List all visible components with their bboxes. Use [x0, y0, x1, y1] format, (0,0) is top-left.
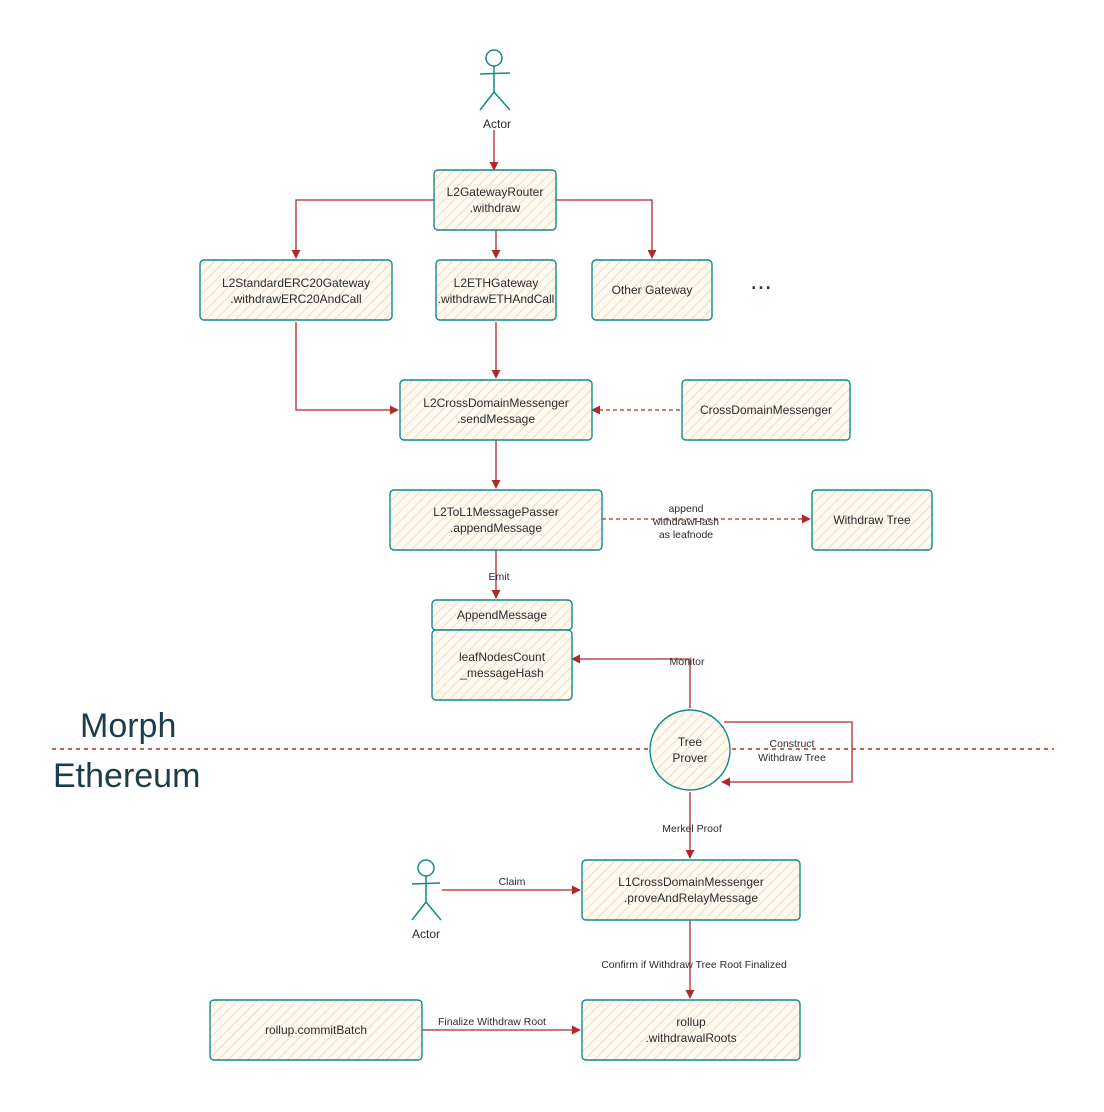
- edge-label-claim: Claim: [499, 876, 526, 888]
- edge-label-confirm: Confirm if Withdraw Tree Root Finalized: [601, 959, 787, 971]
- node-l2-to-l1-message-passer: L2ToL1MessagePasser .appendMessage: [389, 489, 603, 551]
- actor-top-label: Actor: [483, 117, 511, 131]
- more-gateways-ellipsis: ...: [750, 265, 772, 295]
- node-withdrawal-roots-line2: .withdrawalRoots: [645, 1031, 736, 1045]
- node-l2-eth-gateway: L2ETHGateway .withdrawETHAndCall: [435, 259, 557, 321]
- top-actor: Actor: [479, 49, 511, 131]
- node-tree-prover: Tree Prover: [649, 709, 731, 791]
- edge-label-append-1: append: [668, 503, 703, 515]
- edge-prover-self-loop: [721, 721, 853, 787]
- node-passer-line1: L2ToL1MessagePasser: [433, 505, 558, 519]
- node-l2-messenger-line2: .sendMessage: [457, 412, 535, 426]
- node-withdrawal-roots-line1: rollup: [676, 1015, 706, 1029]
- edge-label-construct-2: Withdraw Tree: [758, 752, 826, 764]
- edge-router-to-erc20-gateway: [291, 199, 434, 259]
- node-eth-gateway-line2: .withdrawETHAndCall: [438, 292, 555, 306]
- actor-bottom-icon: [411, 859, 442, 921]
- edge-label-monitor: Monitor: [669, 656, 705, 668]
- node-l2-gateway-router: L2GatewayRouter .withdraw: [433, 169, 557, 231]
- node-l1-messenger-line1: L1CrossDomainMessenger: [618, 875, 763, 889]
- node-l1-cross-domain-messenger: L1CrossDomainMessenger .proveAndRelayMes…: [581, 859, 801, 921]
- edge-label-merkel-proof: Merkel Proof: [662, 823, 722, 835]
- node-l2-gateway-router-line2: .withdraw: [470, 201, 521, 215]
- edge-label-append-3: as leafnode: [659, 529, 713, 541]
- edge-label-append-2: withdrawHash: [652, 516, 719, 528]
- node-l2-standard-erc20-gateway: L2StandardERC20Gateway .withdrawERC20And…: [199, 259, 393, 321]
- node-commit-batch-label: rollup.commitBatch: [265, 1023, 367, 1037]
- edge-router-to-other-gateway: [556, 199, 657, 259]
- region-label-morph: Morph: [80, 707, 176, 745]
- node-append-message-field2: _messageHash: [459, 666, 543, 680]
- edge-label-finalize: Finalize Withdraw Root: [438, 1016, 546, 1028]
- node-erc20-gateway-line2: .withdrawERC20AndCall: [230, 292, 361, 306]
- node-eth-gateway-line1: L2ETHGateway: [454, 276, 539, 290]
- edge-erc20-gateway-to-l2-messenger: [295, 322, 399, 415]
- node-withdraw-tree-label: Withdraw Tree: [833, 513, 911, 527]
- node-withdraw-tree: Withdraw Tree: [811, 489, 933, 551]
- node-cross-domain-messenger: CrossDomainMessenger: [681, 379, 851, 441]
- node-rollup-withdrawal-roots: rollup .withdrawalRoots: [581, 999, 801, 1061]
- node-append-message: AppendMessage leafNodesCount _messageHas…: [431, 599, 573, 701]
- node-l2-cross-domain-messenger: L2CrossDomainMessenger .sendMessage: [399, 379, 593, 441]
- node-cross-domain-messenger-label: CrossDomainMessenger: [700, 403, 832, 417]
- edge-label-construct-1: Construct: [770, 738, 815, 750]
- node-append-message-field1: leafNodesCount: [459, 650, 546, 664]
- node-l1-messenger-line2: .proveAndRelayMessage: [624, 891, 758, 905]
- node-other-gateway: Other Gateway: [591, 259, 713, 321]
- region-label-ethereum: Ethereum: [53, 757, 200, 795]
- bottom-actor: Actor: [411, 859, 442, 941]
- node-other-gateway-label: Other Gateway: [612, 283, 693, 297]
- node-l2-messenger-line1: L2CrossDomainMessenger: [423, 396, 568, 410]
- actor-bottom-label: Actor: [412, 927, 440, 941]
- edge-label-emit: Emit: [489, 571, 510, 583]
- node-append-message-header: AppendMessage: [457, 608, 547, 622]
- node-tree-prover-line2: Prover: [672, 751, 707, 765]
- node-tree-prover-line1: Tree: [678, 735, 703, 749]
- node-l2-gateway-router-line1: L2GatewayRouter: [447, 185, 544, 199]
- node-erc20-gateway-line1: L2StandardERC20Gateway: [222, 276, 370, 290]
- edge-prover-to-append-message: [571, 654, 691, 708]
- actor-top-icon: [479, 49, 511, 111]
- node-passer-line2: .appendMessage: [450, 521, 542, 535]
- node-rollup-commit-batch: rollup.commitBatch: [209, 999, 423, 1061]
